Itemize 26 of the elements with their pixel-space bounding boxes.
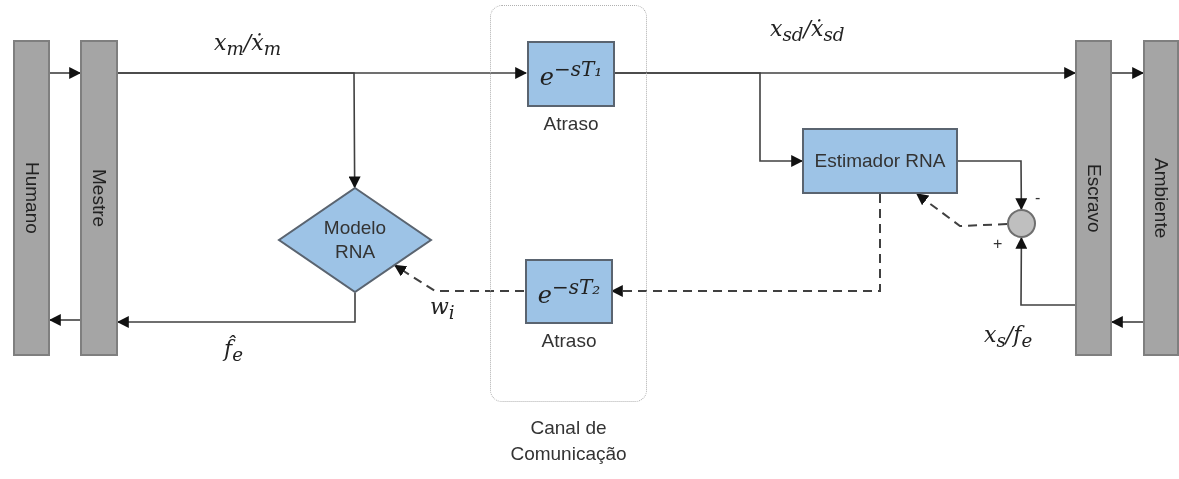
system-bar (13, 40, 50, 356)
transfer-function: e$^{−sT₂}$ (537, 274, 601, 309)
arrow (1111, 67, 1145, 79)
arrow (49, 67, 82, 79)
system-bar (80, 40, 118, 356)
block-label: Modelo RNA (322, 216, 388, 264)
bar-label: Escravo (1082, 163, 1105, 233)
arrow (916, 193, 1008, 227)
system-bar (1143, 40, 1179, 356)
decision-diamond (278, 187, 432, 293)
group-title: Canal de Comunicação (509, 416, 628, 466)
arrow (393, 264, 525, 292)
sign-label: + (993, 235, 1003, 253)
arrow (957, 160, 1028, 211)
sign-label: - (1035, 189, 1041, 207)
block-caption: Atraso (542, 113, 600, 135)
process-box (802, 128, 958, 194)
bar-label: Mestre (88, 168, 110, 228)
block-label: Estimador RNA (814, 149, 946, 173)
arrow (1015, 236, 1076, 306)
arrow (117, 72, 361, 189)
system-bar (1075, 40, 1112, 356)
bar-label: Ambiente (1150, 157, 1172, 239)
block-caption: Atraso (540, 330, 598, 352)
bar-label: Humano (20, 162, 43, 234)
transfer-function: e$^{−sT₁}$ (539, 57, 603, 91)
